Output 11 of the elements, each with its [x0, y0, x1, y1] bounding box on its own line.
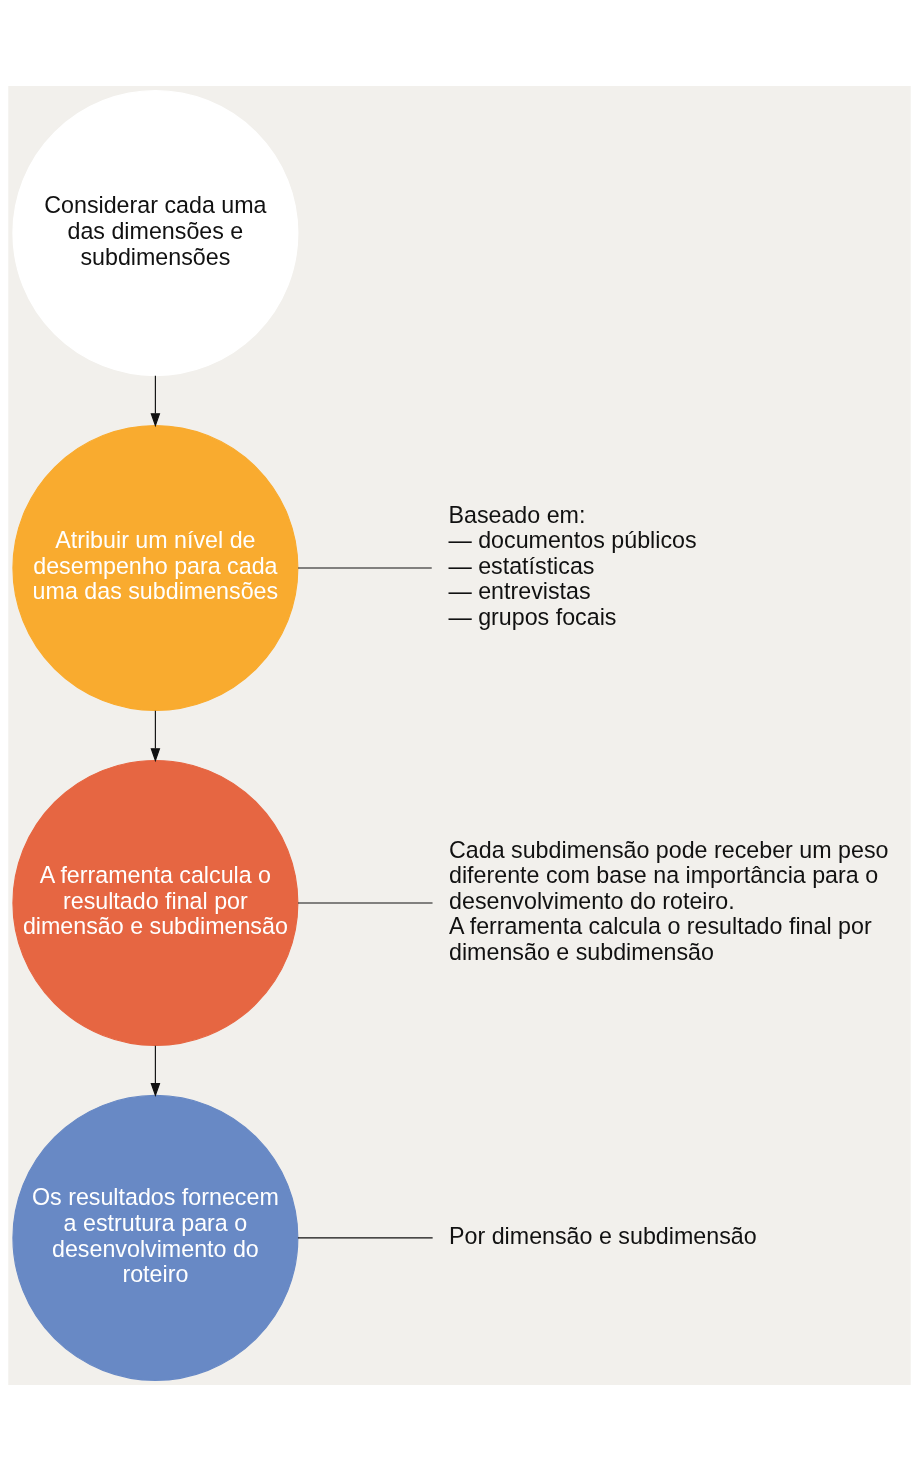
arrow: [150, 1045, 161, 1098]
connector: [297, 1237, 434, 1239]
node-text: Por dimensão e subdimensão: [449, 1222, 757, 1249]
arrow: [150, 710, 161, 763]
node-text: Baseado em: — documentos públicos — estatísticas — entrevistas — grupos focais: [448, 501, 697, 631]
node-circle: Os resultados fornecem a estrutura para o desenvolvimento do roteiro: [12, 1094, 299, 1381]
node-circle: Considerar cada uma das dimensões e subdimensões: [12, 90, 299, 377]
node-text: Cada subdimensão pode receber um peso diferente com base na importância para o desenvolvimento do roteiro. A ferramenta calcula o resultado final por dimensão e subdimensão: [449, 836, 889, 965]
arrow: [150, 375, 161, 428]
node-circle: Atribuir um nível de desempenho para cada uma das subdimensões: [12, 425, 299, 712]
node-circle: A ferramenta calcula o resultado final por dimensão e subdimensão: [12, 759, 299, 1046]
